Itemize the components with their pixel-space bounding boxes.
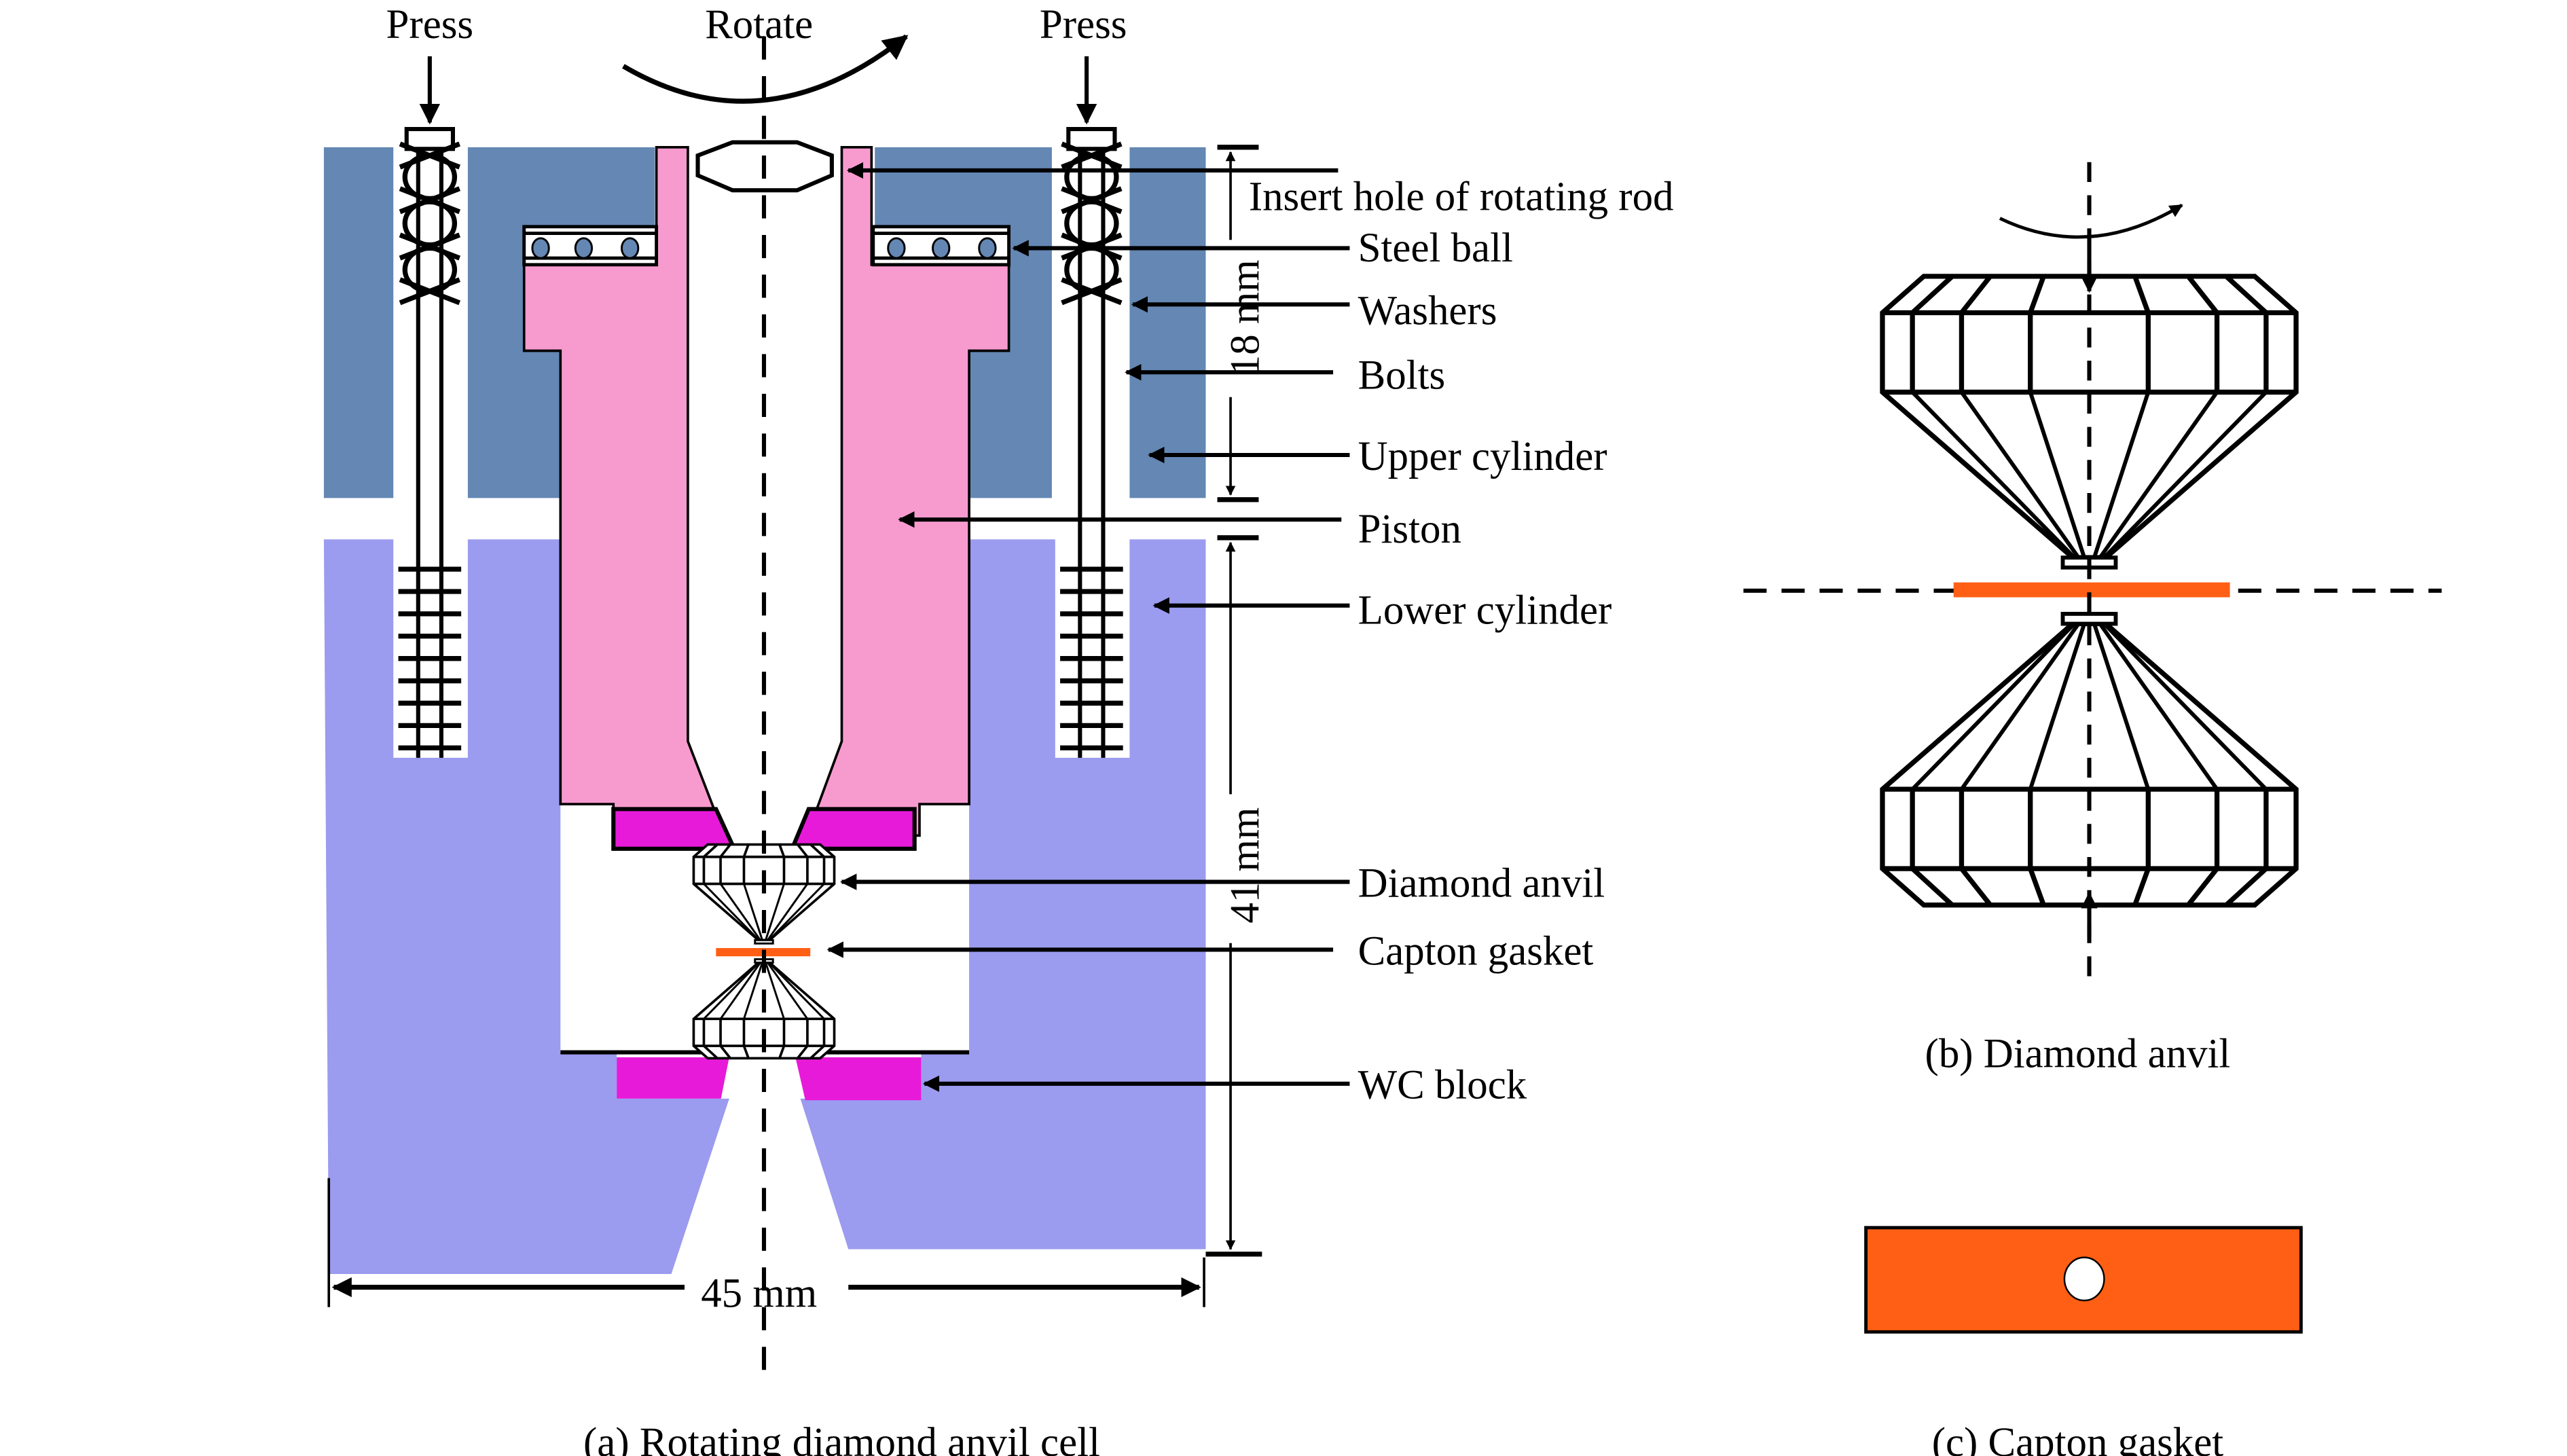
label-rotate: Rotate bbox=[705, 2, 813, 48]
diamond-anvil bbox=[1880, 274, 2299, 570]
dimension-18mm: 18 mm bbox=[1217, 145, 1268, 503]
callout-label-bolts: Bolts bbox=[1358, 353, 1446, 399]
callout-label-washers: Washers bbox=[1358, 289, 1497, 334]
caption-panel-a: (a) Rotating diamond anvil cell bbox=[583, 1420, 1100, 1456]
caption-panel-b: (b) Diamond anvil bbox=[1925, 1031, 2231, 1076]
lower-cylinder bbox=[323, 539, 1206, 1274]
steel-ball-race-right bbox=[871, 225, 1011, 267]
steel-ball bbox=[887, 237, 906, 259]
label-press-right: Press bbox=[1040, 2, 1127, 48]
rotate-arrow-icon bbox=[622, 34, 909, 104]
dimension-18mm-label: 18 mm bbox=[1222, 259, 1268, 376]
washers-left bbox=[399, 141, 461, 306]
steel-ball bbox=[620, 237, 640, 259]
steel-ball bbox=[574, 237, 594, 259]
lower-cylinder-right bbox=[800, 539, 1206, 1250]
callout-label-upper-cylinder: Upper cylinder bbox=[1358, 434, 1607, 479]
upper-cylinder-left-outer bbox=[323, 147, 394, 498]
dimension-41mm-label: 41 mm bbox=[1222, 807, 1268, 924]
steel-ball-race-left bbox=[522, 225, 659, 267]
caption-panel-c: (c) Capton gasket bbox=[1932, 1420, 2224, 1456]
steel-ball bbox=[531, 237, 550, 259]
callout-label-lower-cylinder: Lower cylinder bbox=[1358, 588, 1612, 634]
callout-label-capton-gasket: Capton gasket bbox=[1358, 928, 1594, 974]
threads-right bbox=[1060, 566, 1123, 750]
label-press-left: Press bbox=[386, 2, 474, 48]
steel-ball bbox=[978, 237, 997, 259]
washers-right bbox=[1061, 141, 1123, 306]
bolt-right bbox=[1060, 126, 1123, 758]
lower-cylinder-left bbox=[323, 539, 729, 1274]
bolt-left bbox=[398, 126, 462, 758]
upper-cylinder-right-outer bbox=[1129, 147, 1206, 498]
callout-label-insert-hole: Insert hole of rotating rod bbox=[1249, 174, 1674, 219]
steel-ball bbox=[932, 237, 951, 259]
dimension-45mm: 45 mm bbox=[327, 1178, 1205, 1317]
panel-a: Press Rotate Press 18 mm 41 mm 45 mm bbox=[323, 2, 1674, 1456]
wc-block-lower bbox=[617, 1057, 922, 1101]
callout-label-piston: Piston bbox=[1358, 507, 1461, 552]
bolt-head bbox=[1066, 126, 1117, 151]
panel-c: (c) Capton gasket bbox=[1864, 1226, 2303, 1456]
dimension-45mm-label: 45 mm bbox=[701, 1271, 817, 1317]
bolt-head bbox=[404, 126, 455, 151]
dimension-41mm: 41 mm bbox=[1205, 535, 1268, 1257]
callout-label-wc-block: WC block bbox=[1358, 1063, 1527, 1108]
rotate-arrow-small-icon bbox=[1999, 204, 2183, 239]
threads-left bbox=[398, 566, 462, 750]
callout-label-diamond-anvil: Diamond anvil bbox=[1358, 861, 1605, 907]
callout-label-steel-ball: Steel ball bbox=[1358, 225, 1513, 271]
gasket-hole bbox=[2063, 1256, 2105, 1302]
piston bbox=[522, 146, 1011, 837]
wc-block-upper bbox=[611, 807, 917, 851]
capton-gasket-large bbox=[1953, 582, 2230, 598]
panel-b: (b) Diamond anvil bbox=[1743, 162, 2442, 1076]
